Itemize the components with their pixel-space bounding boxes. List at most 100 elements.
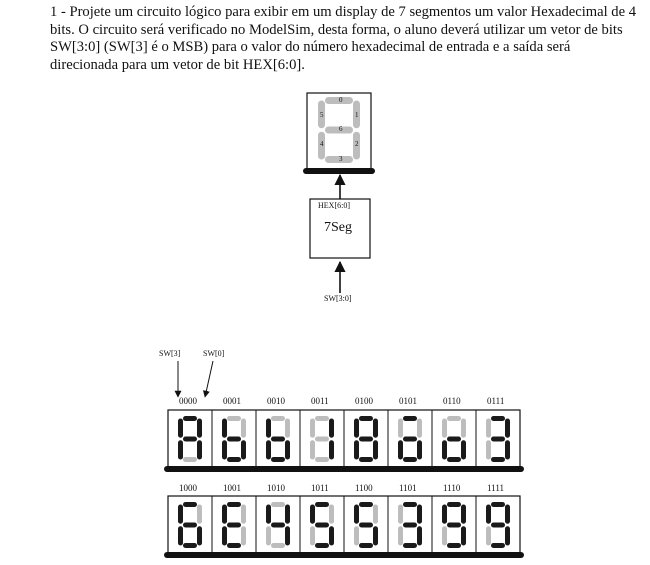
- segment-4: [310, 440, 315, 460]
- segment-1: [417, 418, 422, 438]
- segment-4: [266, 440, 271, 460]
- segment-2: [505, 526, 510, 546]
- segment-0: [227, 416, 241, 421]
- binary-code-0111: 0111: [487, 396, 505, 406]
- segment-4: [442, 440, 447, 460]
- segment-3: [403, 457, 417, 462]
- segment-0: [403, 416, 417, 421]
- segment-5: [222, 418, 227, 438]
- segment-5: [354, 504, 359, 524]
- segment-1: [505, 504, 510, 524]
- row2-digits: [178, 502, 510, 548]
- segment-3: [227, 543, 241, 548]
- segment-1: [373, 418, 378, 438]
- row2-dividers: [211, 496, 477, 554]
- segment-2: [285, 526, 290, 546]
- segment-6: [227, 436, 241, 442]
- segment-4: [310, 526, 315, 546]
- segment-1: [461, 418, 466, 438]
- segment-3: [447, 457, 461, 462]
- segment-2: [329, 526, 334, 546]
- display-digit: [318, 97, 360, 163]
- segment-6: [491, 436, 505, 442]
- segment-3: [325, 156, 353, 163]
- binary-code-0011: 0011: [311, 396, 329, 406]
- segment-2: [241, 526, 246, 546]
- segment-6: [447, 436, 461, 442]
- segment-3: [315, 457, 329, 462]
- segment-6: [359, 522, 373, 528]
- segment-4: [486, 440, 491, 460]
- segment-4: [398, 440, 403, 460]
- segment-0: [227, 502, 241, 507]
- seven-segment-display: [318, 97, 360, 163]
- segment-5: [442, 504, 447, 524]
- hex-digit-0111: [486, 416, 510, 462]
- segment-4: [222, 440, 227, 460]
- segment-1: [373, 504, 378, 524]
- segment-5: [486, 504, 491, 524]
- segment-4: [318, 131, 325, 160]
- segment-2: [417, 440, 422, 460]
- segment-3: [491, 543, 505, 548]
- block-label: 7Seg: [324, 220, 352, 235]
- segment-4: [486, 526, 491, 546]
- binary-code-0010: 0010: [267, 396, 285, 406]
- segment-0: [447, 416, 461, 421]
- row1-base-bar: [164, 466, 524, 472]
- segment-2: [285, 440, 290, 460]
- segment-1: [197, 504, 202, 524]
- segment-5: [178, 504, 183, 524]
- segment-1: [329, 504, 334, 524]
- hex-digit-1000: [178, 502, 202, 548]
- segment-6: [403, 522, 417, 528]
- binary-code-0000: 0000: [179, 396, 197, 406]
- row1-digits: [178, 416, 510, 462]
- hex-digit-1101: [398, 502, 422, 548]
- segment-5: [178, 418, 183, 438]
- segment-2: [417, 526, 422, 546]
- segment-0: [491, 416, 505, 421]
- lsb-pointer-arrow: [202, 360, 214, 398]
- hex-digit-0011: [310, 416, 334, 462]
- segment-3: [315, 543, 329, 548]
- segment-3: [271, 543, 285, 548]
- segment-label-5: 5: [320, 111, 324, 119]
- segment-3: [227, 457, 241, 462]
- segment-2: [197, 526, 202, 546]
- binary-code-1011: 1011: [311, 483, 329, 493]
- segment-1: [329, 418, 334, 438]
- segment-2: [373, 440, 378, 460]
- segment-3: [359, 457, 373, 462]
- segment-6: [403, 436, 417, 442]
- segment-5: [222, 504, 227, 524]
- segment-6: [315, 522, 329, 528]
- hex-digit-0100: [354, 416, 378, 462]
- row1-dividers: [211, 410, 477, 468]
- segment-3: [447, 543, 461, 548]
- segment-0: [183, 416, 197, 421]
- hex-digit-0000: [178, 416, 202, 462]
- segment-1: [417, 504, 422, 524]
- segment-0: [359, 416, 373, 421]
- segment-5: [318, 100, 325, 129]
- segment-6: [491, 522, 505, 528]
- binary-code-0110: 0110: [443, 396, 461, 406]
- segment-0: [359, 502, 373, 507]
- segment-label-0: 0: [339, 96, 343, 104]
- segment-6: [183, 436, 197, 442]
- seven-seg-block: [309, 198, 371, 259]
- segment-6: [271, 436, 285, 442]
- segment-2: [373, 526, 378, 546]
- display-base-bar: [303, 168, 375, 174]
- binary-code-1001: 1001: [223, 483, 241, 493]
- segment-1: [241, 504, 246, 524]
- msb-label: SW[3]: [159, 349, 181, 358]
- segment-2: [241, 440, 246, 460]
- segment-0: [271, 502, 285, 507]
- segment-5: [398, 504, 403, 524]
- segment-3: [271, 457, 285, 462]
- binary-code-0100: 0100: [355, 396, 373, 406]
- segment-6: [447, 522, 461, 528]
